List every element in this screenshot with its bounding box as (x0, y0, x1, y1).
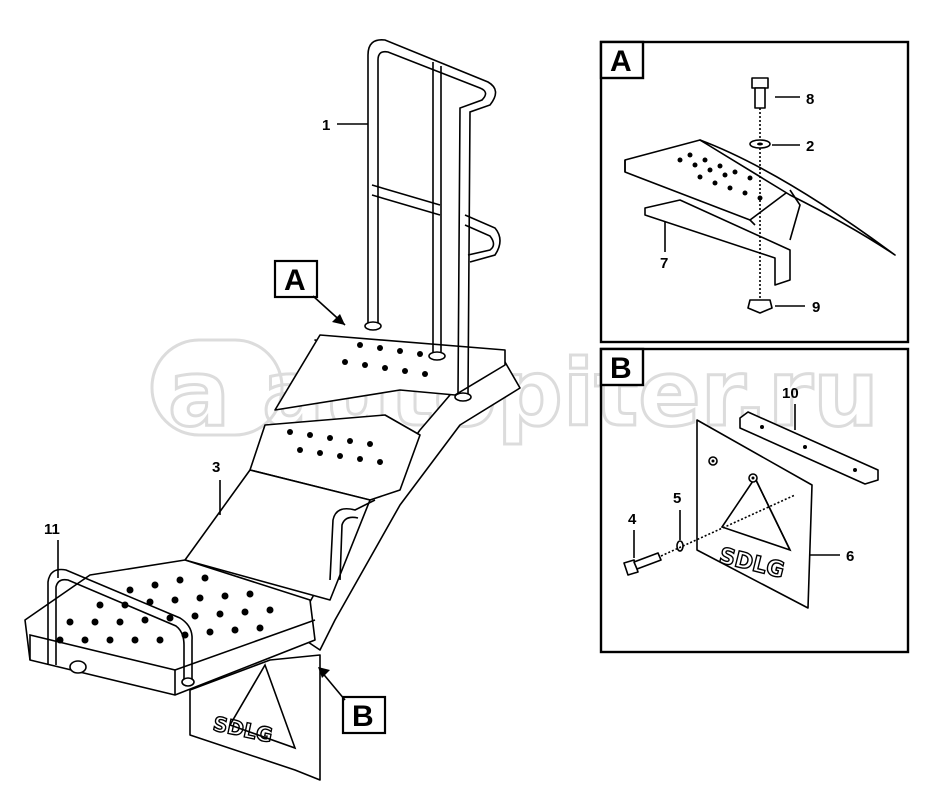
detail-a-nut (747, 299, 773, 314)
step-holes (56, 342, 428, 644)
detail-b-callout-5: 5 (673, 490, 681, 507)
mud-flap (189, 654, 321, 781)
front-panel (184, 469, 371, 601)
detail-a-title: A (610, 45, 632, 78)
detail-b: B SDLG 10 4 5 6 (599, 347, 910, 654)
detail-a-bolt-head (751, 77, 769, 89)
grab-rail (47, 568, 193, 680)
svg-text:1: 1 (322, 117, 330, 134)
detail-b-callout-6: 6 (846, 548, 854, 565)
detail-b-bracket (739, 411, 879, 485)
detail-b-frame (599, 347, 910, 654)
detail-a-fender (699, 139, 896, 256)
stair-stringer (299, 339, 521, 651)
bottom-step (24, 559, 316, 696)
detail-a-callout-2: 2 (806, 138, 814, 155)
detail-a-callout-8: 8 (806, 91, 814, 108)
handrail (367, 38, 497, 396)
detail-a-callout-9: 9 (812, 299, 820, 316)
detail-a-bolt-shank (754, 87, 766, 109)
view-label-a: A (273, 259, 346, 326)
step-assembly: SDLG (24, 38, 521, 781)
detail-b-mud-flap (696, 419, 813, 609)
detail-a: A 8 2 7 9 (599, 40, 910, 344)
detail-a-callout-7: 7 (660, 255, 668, 272)
svg-text:3: 3 (212, 459, 220, 476)
detail-b-title: B (610, 352, 632, 385)
callout-3: 3 (212, 459, 221, 515)
svg-text:B: B (352, 700, 374, 733)
callout-11: 11 (44, 521, 60, 578)
view-label-b: B (318, 667, 387, 735)
detail-b-callout-10: 10 (782, 385, 799, 402)
callout-1: 1 (322, 117, 368, 134)
detail-a-bracket (644, 199, 791, 286)
detail-b-bolt-shank (633, 552, 662, 570)
svg-text:A: A (284, 264, 306, 297)
svg-text:11: 11 (44, 521, 60, 538)
detail-b-callout-4: 4 (628, 511, 637, 528)
side-handle (329, 499, 376, 581)
detail-a-frame (599, 40, 910, 344)
detail-b-washer (676, 540, 684, 552)
